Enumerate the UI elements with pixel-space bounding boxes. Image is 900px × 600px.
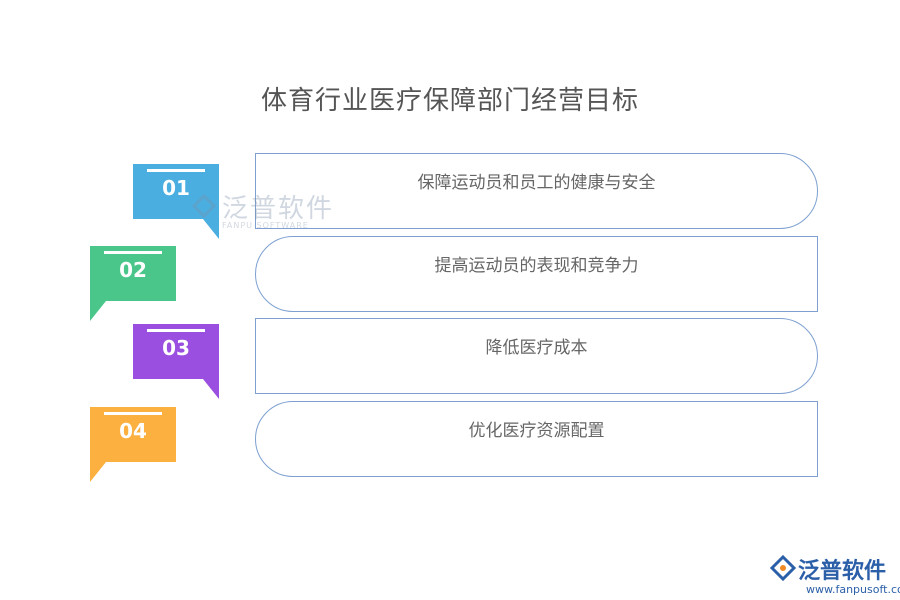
- goal-text-1: 保障运动员和员工的健康与安全: [417, 173, 656, 193]
- number-label-1: 01: [162, 176, 190, 200]
- goal-text-3: 降低医疗成本: [485, 338, 588, 358]
- watermark-logo-icon: [191, 193, 217, 219]
- watermark: 泛普软件 FANPU SOFTWARE: [190, 188, 334, 230]
- number-tag-4: 04: [90, 407, 176, 462]
- brand-name: 泛普软件: [798, 559, 887, 584]
- brand-url: www.fanpusoft.com: [806, 583, 900, 596]
- tag-tail-1: [203, 219, 219, 239]
- page-title: 体育行业医疗保障部门经营目标: [260, 86, 639, 116]
- number-label-2: 02: [119, 258, 147, 282]
- tag-tail-3: [203, 379, 219, 399]
- watermark-name: 泛普软件: [222, 194, 335, 224]
- brand-logo-icon: [770, 555, 796, 581]
- goal-box-4: 优化医疗资源配置: [255, 401, 818, 477]
- goal-text-4: 优化医疗资源配置: [468, 421, 605, 441]
- number-tag-3: 03: [133, 324, 219, 379]
- goal-box-2: 提高运动员的表现和竞争力: [255, 236, 818, 312]
- goal-text-2: 提高运动员的表现和竞争力: [434, 256, 639, 276]
- number-label-4: 04: [119, 419, 147, 443]
- watermark-sub: FANPU SOFTWARE: [222, 221, 309, 230]
- number-tag-2: 02: [90, 246, 176, 301]
- goal-box-3: 降低医疗成本: [255, 318, 818, 394]
- brand-logo: 泛普软件 www.fanpusoft.com: [770, 553, 900, 596]
- number-tag-1: 01: [133, 164, 219, 219]
- goal-box-1: 保障运动员和员工的健康与安全: [255, 153, 818, 229]
- tag-tail-4: [90, 462, 106, 482]
- tag-tail-2: [90, 301, 106, 321]
- number-label-3: 03: [162, 336, 190, 360]
